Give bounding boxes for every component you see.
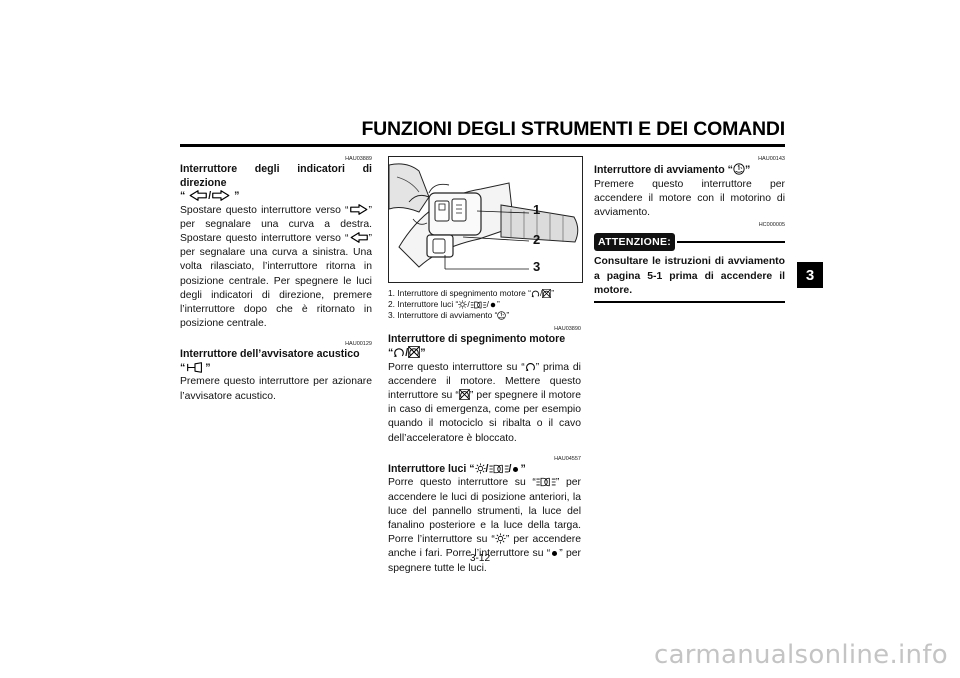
engine-run-icon — [531, 289, 540, 298]
column-right: HAU00143 Interruttore di avviamento “ ” P… — [594, 156, 785, 303]
watermark: carmanualsonline.info — [653, 640, 948, 670]
caption-text: Interruttore di spegnimento motore “ — [397, 288, 531, 298]
lights-off-icon — [489, 301, 497, 309]
page-title: FUNZIONI DEGLI STRUMENTI E DEI COMANDI — [361, 118, 785, 140]
quote-close: ” — [506, 310, 510, 321]
caption-num: 3. — [388, 310, 395, 321]
paragraph-engine-stop: Porre questo interruttore su “” prima di… — [388, 361, 581, 446]
section-heading-lights: Interruttore luci “ / / ” — [388, 462, 581, 477]
text: Porre questo interruttore su “ — [388, 361, 525, 373]
column-left: HAU03889 Interruttore degli indicatori d… — [180, 156, 372, 404]
right-arrow-icon — [349, 204, 369, 215]
slash: / — [467, 299, 470, 310]
quote-close: ” — [551, 288, 555, 298]
text: ” per accendere anche i fari. Porre l’in… — [388, 534, 581, 560]
headlight-icon — [458, 300, 467, 309]
position-light-icon — [489, 464, 509, 474]
heading-text: Interruttore luci — [388, 462, 467, 475]
quote-open: “ — [180, 361, 186, 374]
slash: / — [508, 462, 512, 475]
engine-run-icon — [525, 361, 536, 372]
figure-label-2: 2 — [533, 232, 541, 247]
slash: / — [405, 347, 409, 360]
quote-close: ” — [205, 361, 211, 374]
section-code: HAU03890 — [554, 325, 581, 332]
position-light-icon — [470, 301, 487, 309]
attention-badge: ATTENZIONE: — [594, 233, 676, 252]
caption-3: 3. Interruttore di avviamento “ ” — [388, 310, 581, 321]
text: Porre questo interruttore su “ — [388, 477, 536, 489]
text: Spostare questo interruttore verso “ — [180, 204, 349, 216]
section-code: HAU00143 — [758, 156, 785, 162]
text: ” prima di accendere il motore. Mettere … — [388, 361, 581, 402]
position-light-icon — [536, 477, 556, 487]
caption-num: 1. — [388, 288, 395, 298]
caption-1: 1. Interruttore di spegnimento motore “ /… — [388, 288, 581, 299]
right-arrow-icon — [211, 190, 231, 201]
caption-text: Interruttore luci “ — [397, 299, 459, 310]
section-code: HAU03889 — [345, 156, 372, 162]
caption-text: Interruttore di avviamento “ — [397, 310, 498, 321]
engine-stop-icon — [459, 389, 470, 400]
slash: / — [539, 288, 543, 298]
section-code: HAU04557 — [554, 455, 581, 462]
paragraph-lights: Porre questo interruttore su “” per acce… — [388, 476, 581, 575]
left-arrow-icon — [188, 190, 208, 201]
paragraph-turn-signals: Spostare questo interruttore verso “” pe… — [180, 204, 372, 332]
header-rule — [180, 144, 785, 147]
quote-close: ” — [520, 462, 526, 475]
attention-rule — [677, 241, 785, 244]
left-arrow-icon — [349, 232, 369, 243]
quote-open: “ — [727, 164, 733, 176]
start-icon — [733, 163, 745, 175]
heading-text: Interruttore di avviamento — [594, 164, 725, 176]
figure-captions: 1. Interruttore di spegnimento motore “/… — [388, 288, 581, 322]
caption-num: 2. — [388, 299, 395, 310]
headlight-icon — [475, 463, 486, 474]
heading-text: Interruttore di spegnimento motore — [388, 332, 566, 345]
section-heading-start-switch: Interruttore di avviamento “ ” — [594, 163, 785, 178]
figure-label-1: 1 — [533, 202, 541, 217]
slash: / — [486, 299, 489, 310]
chapter-tab: 3 — [797, 262, 823, 288]
section-heading-horn: Interruttore dell’avvisatore acustico “ ” — [180, 348, 372, 375]
section-heading-engine-stop: Interruttore di spegnimento motore “ / ” — [388, 333, 581, 361]
headlight-icon — [495, 533, 506, 544]
text: ” per spegnere il motore in caso di emer… — [388, 390, 582, 444]
quote-close: ” — [496, 299, 500, 310]
text: ” per spegnere tutte le luci. — [388, 548, 581, 574]
warning-code: HC000005 — [758, 222, 785, 229]
caption-2: 2. Interruttore luci “ / / ” — [388, 299, 581, 310]
quote-open: “ — [469, 462, 475, 475]
column-middle: 1 2 3 1. Interruttore di spegnimento mot… — [388, 156, 583, 576]
attention-header: ATTENZIONE: — [594, 233, 785, 252]
quote-open: “ — [180, 190, 186, 202]
text: ” per accendere le luci di posizione ant… — [388, 477, 581, 546]
attention-text: Consultare le istruzioni di avviamento a… — [594, 256, 785, 296]
text: ” per segnalare una curva a destra. Spos… — [180, 204, 372, 244]
heading-text: Interruttore dell’avvisatore acustico — [180, 348, 360, 361]
quote-close: ” — [744, 164, 751, 176]
handlebar-illustration — [389, 163, 579, 270]
figure-label-3: 3 — [533, 259, 541, 274]
engine-stop-icon — [542, 289, 551, 298]
quote-close: ” — [420, 347, 426, 360]
section-code: HAU00129 — [345, 341, 372, 348]
page-number: 3-12 — [470, 553, 491, 564]
attention-end-rule — [594, 300, 785, 303]
slash: / — [485, 462, 489, 475]
horn-icon — [185, 362, 205, 373]
paragraph-start-switch: Premere questo interruttore per accender… — [594, 178, 785, 218]
quote-close: ” — [234, 190, 240, 202]
paragraph-horn: Premere questo interruttore per azionare… — [180, 376, 372, 402]
heading-text: Interruttore degli indicatori di direzio… — [180, 163, 372, 189]
engine-run-icon — [393, 346, 405, 358]
text: ” per segnalare una curva a sinistra. Un… — [180, 232, 372, 330]
section-heading-turn-signals: Interruttore degli indicatori di direzio… — [180, 163, 372, 204]
slash: / — [208, 190, 212, 202]
lights-off-icon — [550, 549, 559, 558]
engine-stop-icon — [408, 346, 420, 358]
handlebar-switch-figure: 1 2 3 — [388, 156, 583, 283]
quote-open: “ — [388, 347, 394, 360]
